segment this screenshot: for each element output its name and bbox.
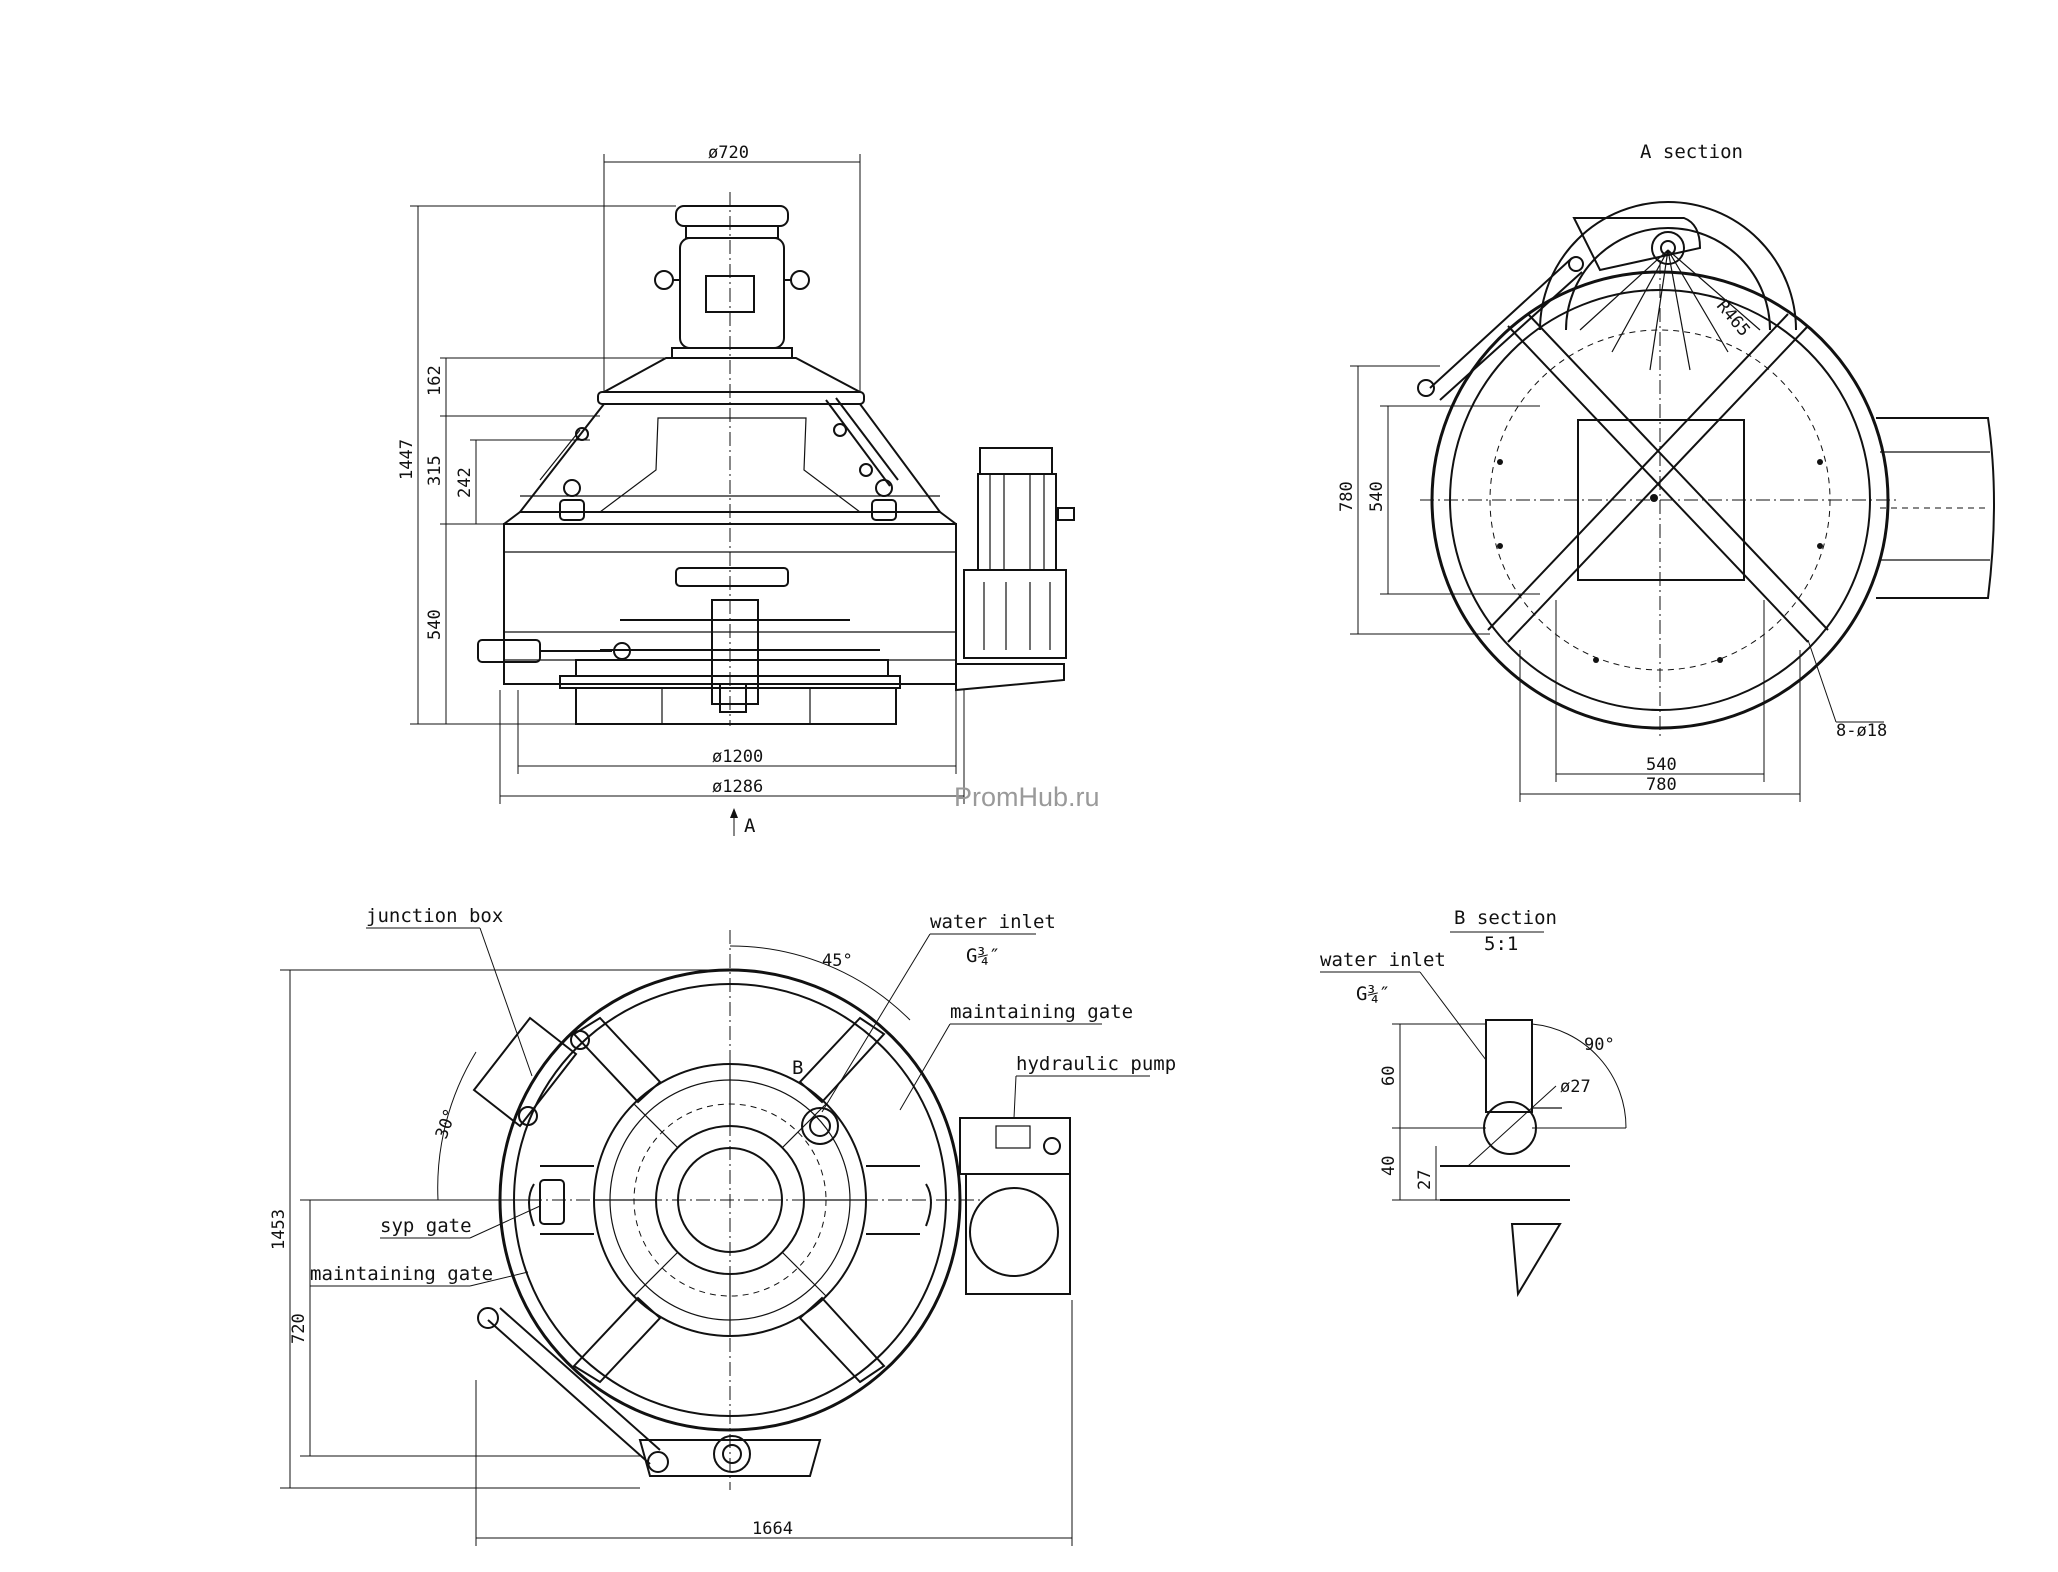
section-b-view: B section 5:1 water inlet G¾″ 90° ø27 60…: [1320, 907, 1627, 1298]
dim-d1286: ø1286: [712, 777, 763, 797]
angle-30: 30°: [432, 1106, 461, 1142]
label-hydraulic-pump: hydraulic pump: [1016, 1053, 1176, 1075]
front-view: ø720 ø1200 ø1286 1447 162 315 242 540 A: [397, 143, 1075, 837]
section-b-dim-60: 60: [1379, 1066, 1399, 1086]
dim-h242: 242: [455, 467, 475, 498]
dim-w1664: 1664: [752, 1519, 793, 1539]
label-water-inlet: water inlet: [930, 911, 1056, 933]
label-maintaining-gate-left: maintaining gate: [310, 1263, 493, 1285]
section-a-title: A section: [1640, 141, 1743, 163]
section-b-water-inlet-size: G¾″: [1356, 983, 1390, 1005]
label-b-marker: B: [792, 1057, 803, 1079]
section-b-title: B section: [1454, 907, 1557, 929]
section-b-angle: 90°: [1584, 1035, 1615, 1055]
dim-w540-a: 540: [1646, 755, 1677, 775]
watermark: PromHub.ru: [954, 782, 1100, 812]
dim-h720-plan: 720: [289, 1313, 309, 1344]
dim-h162: 162: [425, 365, 445, 396]
section-b-diameter: ø27: [1560, 1077, 1591, 1097]
dim-h540: 540: [425, 609, 445, 640]
label-syp-gate: syp gate: [380, 1215, 472, 1237]
dim-h540-a: 540: [1367, 481, 1387, 512]
dim-h1447: 1447: [397, 439, 417, 480]
plan-view: junction box water inlet G¾″ maintaining…: [269, 905, 1176, 1546]
label-junction-box: junction box: [366, 905, 503, 927]
label-water-inlet-size: G¾″: [966, 945, 1000, 967]
dim-d720: ø720: [708, 143, 749, 163]
holes-label: 8-ø18: [1836, 721, 1887, 741]
section-a-view: A section R465 780 540 540 780: [1337, 141, 1995, 802]
section-b-water-inlet: water inlet: [1320, 949, 1446, 971]
label-maintaining-gate-top: maintaining gate: [950, 1001, 1133, 1023]
dim-d1200: ø1200: [712, 747, 763, 767]
dim-h780: 780: [1337, 481, 1357, 512]
dim-w780-a: 780: [1646, 775, 1677, 795]
dim-h315: 315: [425, 455, 445, 486]
section-b-dim-40: 40: [1379, 1156, 1399, 1176]
dim-h1453: 1453: [269, 1209, 289, 1250]
section-b-scale: 5:1: [1484, 933, 1518, 955]
section-b-dim-27: 27: [1415, 1170, 1435, 1190]
angle-45: 45°: [822, 951, 853, 971]
section-marker-a: A: [744, 815, 756, 837]
